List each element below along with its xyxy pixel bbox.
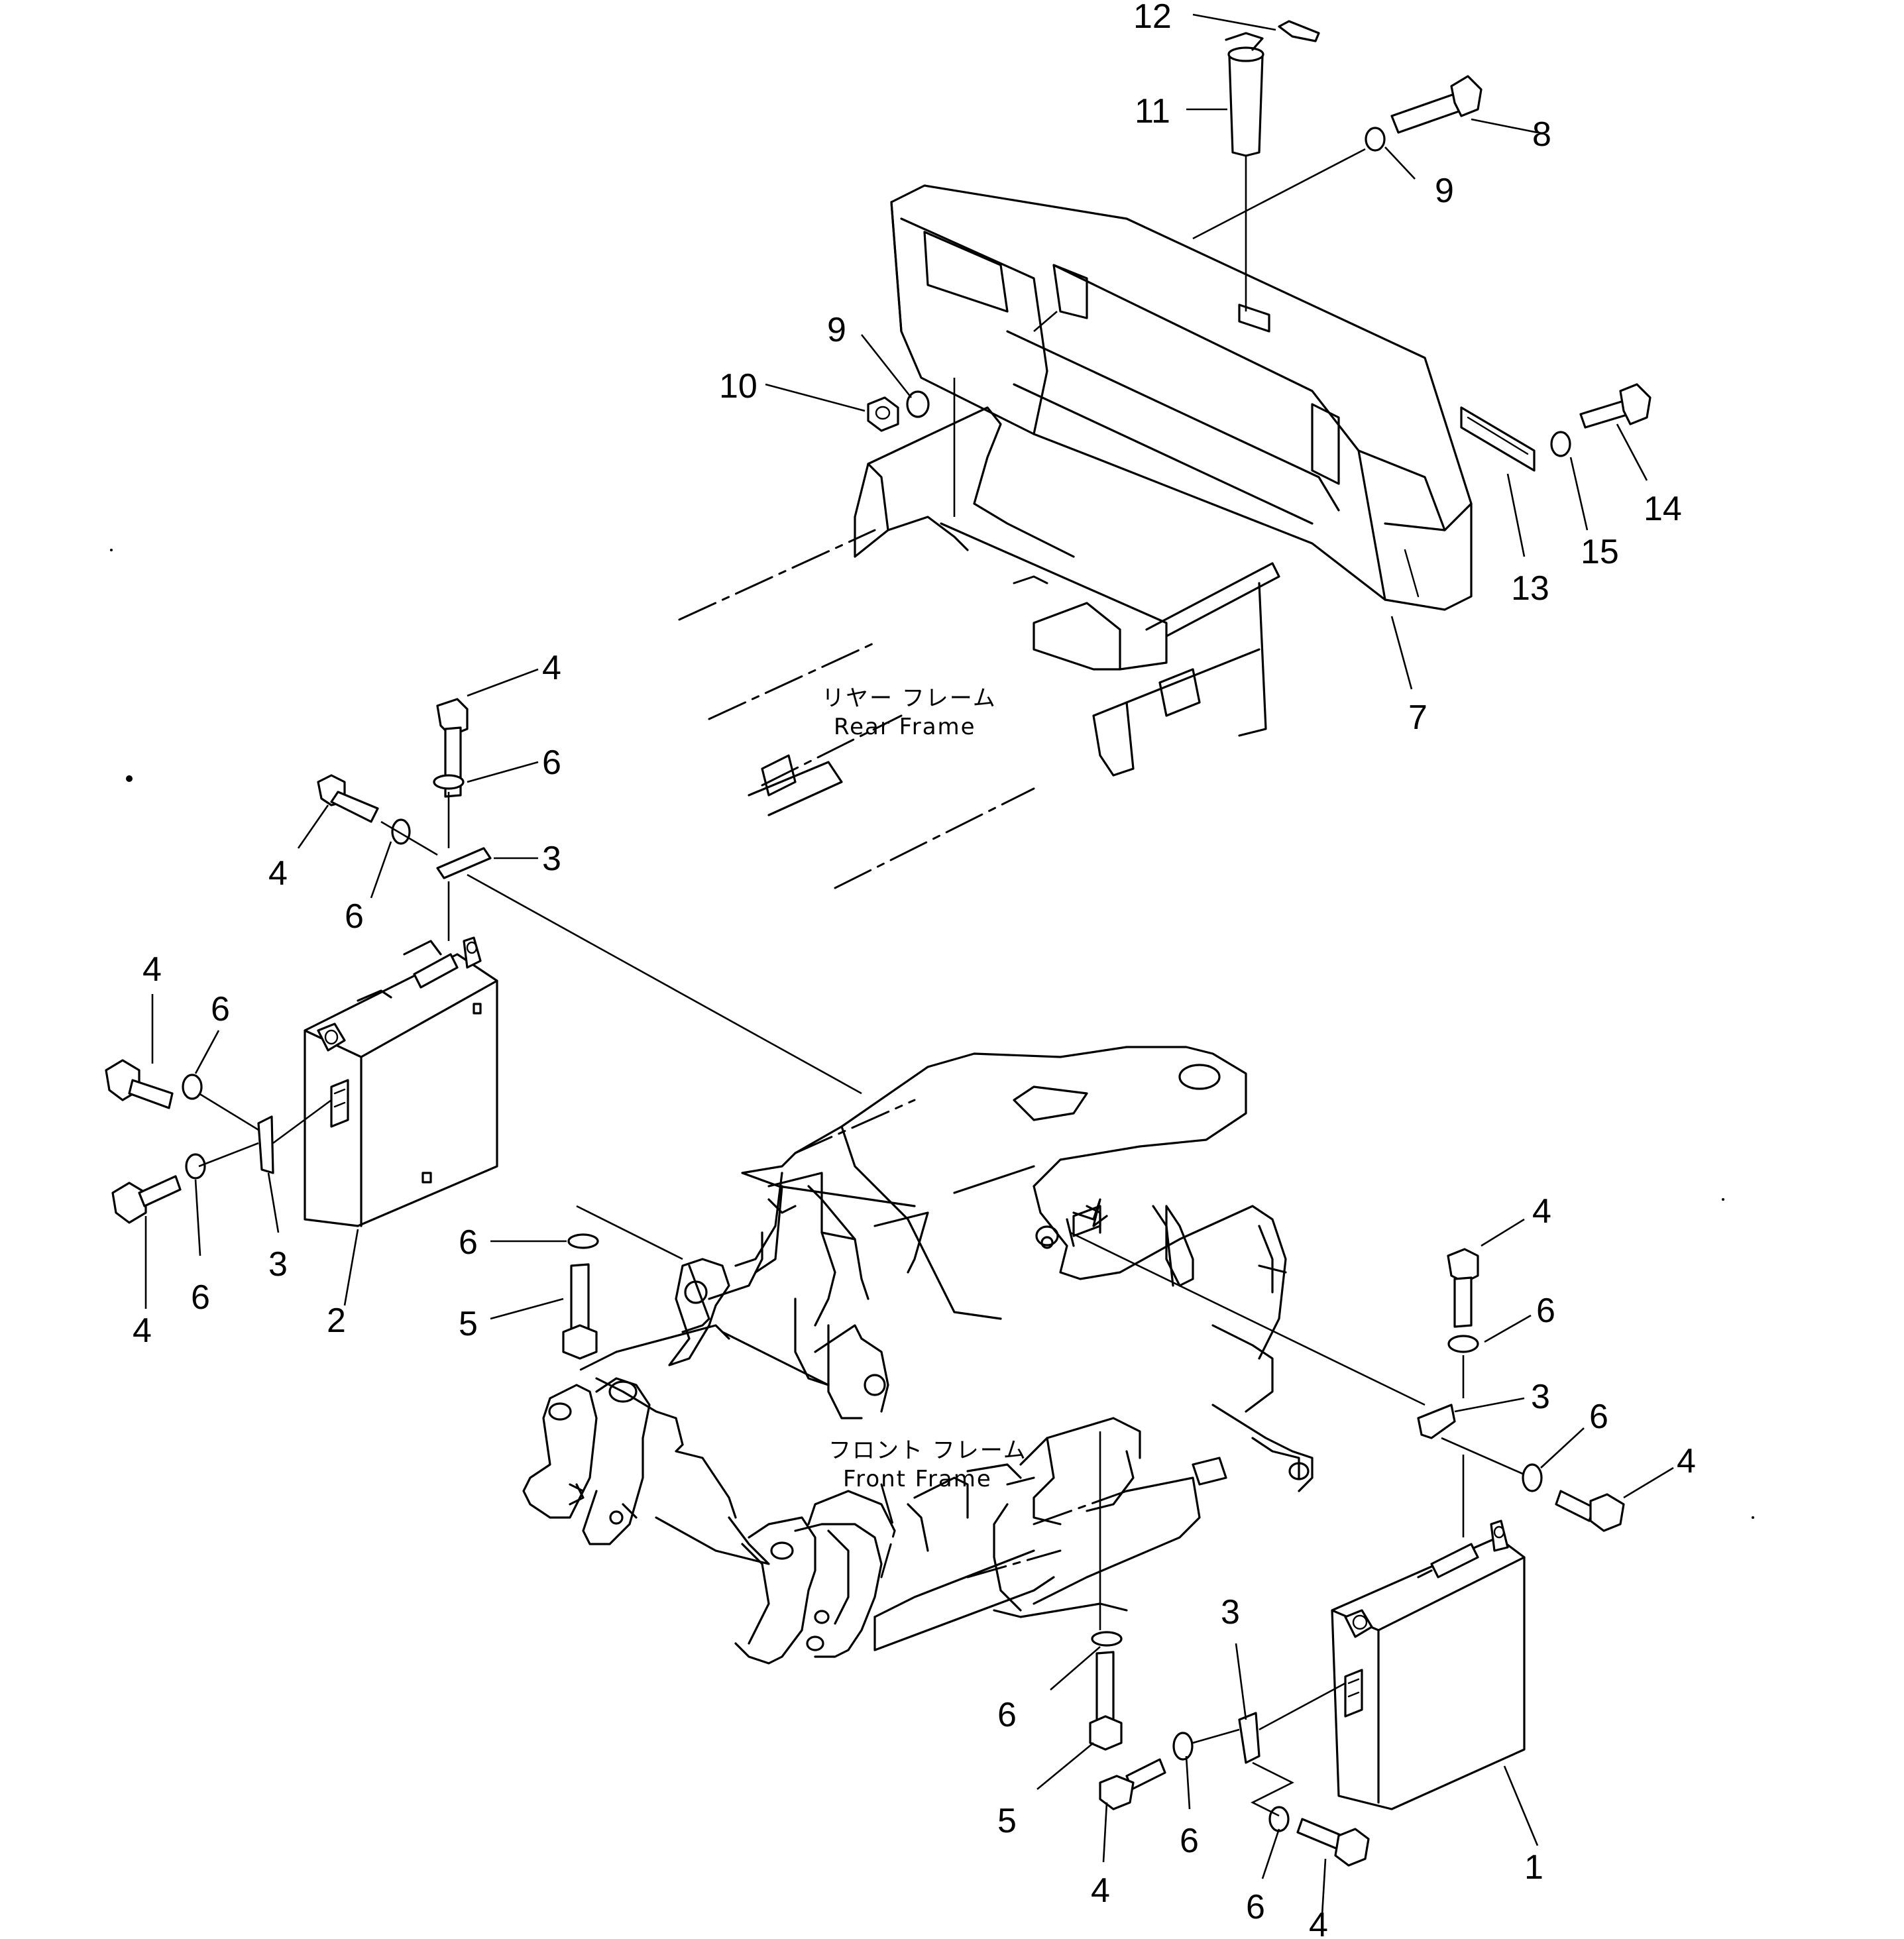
washer-6-mid-left <box>391 818 411 845</box>
callout-13: 13 <box>1511 569 1549 608</box>
bracket-3-top-left <box>436 847 492 879</box>
washer-6-right-lower-b <box>1268 1806 1290 1832</box>
callout-11: 11 <box>1135 92 1170 131</box>
bolt-5-right <box>1089 1651 1123 1751</box>
rear-frame <box>678 406 1280 889</box>
washer-6-left-b <box>185 1153 206 1180</box>
callout-5-right: 5 <box>997 1802 1017 1840</box>
washer-9-left <box>906 390 930 418</box>
tank-2 <box>304 936 498 1227</box>
washer-6-right-mid <box>1522 1463 1543 1492</box>
front-frame-label-en: Front Frame <box>843 1466 992 1492</box>
callout-4-left-a: 4 <box>142 950 162 989</box>
bolt-14 <box>1579 383 1652 429</box>
front-frame-label-jp: フロント フレーム <box>828 1437 1027 1464</box>
rear-frame-label-jp: リヤー フレーム <box>822 685 997 712</box>
washer-6-right-lower-a <box>1172 1732 1194 1761</box>
callout-4-mid: 4 <box>268 854 288 893</box>
leader-lines <box>144 13 1674 1916</box>
callout-6-center-left: 6 <box>459 1223 478 1262</box>
callout-1: 1 <box>1524 1848 1543 1887</box>
callouts: 12 11 8 9 9 10 13 14 15 7 4 6 3 4 6 4 6 … <box>133 0 1696 1939</box>
nut-10 <box>867 396 899 432</box>
tank-1 <box>1331 1520 1526 1810</box>
washer-6-left-a <box>182 1074 203 1100</box>
callout-3-left: 3 <box>268 1245 288 1284</box>
bracket-3-right-bottom <box>1238 1712 1260 1764</box>
callout-9-top: 9 <box>1435 172 1454 210</box>
bolt-4-right-lower-b <box>1296 1818 1370 1867</box>
washer-6-center-right <box>1091 1631 1123 1647</box>
rear-frame-label-en: Rear Frame <box>834 714 976 740</box>
callout-15: 15 <box>1581 533 1619 571</box>
plate-13 <box>1460 406 1536 472</box>
lock-pin-12 <box>1225 20 1320 51</box>
callout-12: 12 <box>1133 0 1172 36</box>
callout-6-right-mid: 6 <box>1589 1398 1608 1436</box>
callout-7: 7 <box>1408 698 1428 737</box>
callout-6-left-b: 6 <box>191 1278 210 1317</box>
bolt-4-right-top <box>1447 1248 1479 1328</box>
callout-4-right-lower-a: 4 <box>1091 1871 1110 1910</box>
counterweight <box>890 184 1473 611</box>
callout-3-right-top: 3 <box>1531 1378 1550 1416</box>
callout-14: 14 <box>1644 490 1682 528</box>
callout-3-top: 3 <box>542 840 561 878</box>
bolt-4-mid-left <box>317 774 379 823</box>
bracket-3-right-top <box>1417 1404 1456 1439</box>
callout-6-right-lower-a: 6 <box>1180 1822 1199 1860</box>
washer-15 <box>1550 431 1571 457</box>
callout-4-right-top: 4 <box>1532 1192 1551 1231</box>
washer-9-top <box>1365 127 1386 152</box>
callout-4-right-mid: 4 <box>1677 1442 1696 1480</box>
callout-2: 2 <box>327 1302 346 1340</box>
callout-6-mid: 6 <box>345 897 364 936</box>
callout-6-center-right: 6 <box>997 1696 1017 1734</box>
callout-6-right-lower-b: 6 <box>1246 1888 1265 1926</box>
callout-4-left-b: 4 <box>133 1311 152 1350</box>
bolt-4-right-lower-a <box>1099 1758 1166 1810</box>
callout-6-left-a: 6 <box>211 990 230 1028</box>
callout-5-left: 5 <box>459 1305 478 1343</box>
pin-11 <box>1227 46 1264 157</box>
washer-6-right-top <box>1447 1335 1479 1353</box>
callout-4-top: 4 <box>542 649 561 687</box>
callout-6-top: 6 <box>542 744 561 782</box>
callout-6-right-top: 6 <box>1536 1292 1555 1330</box>
washer-6-center-left <box>567 1233 599 1249</box>
callout-10: 10 <box>719 367 757 406</box>
bolt-8 <box>1390 75 1483 134</box>
callout-4-right-lower-b: 4 <box>1309 1906 1328 1939</box>
washer-6-top-left <box>433 774 465 790</box>
bolt-4-left-b <box>111 1175 182 1224</box>
bracket-3-left <box>257 1115 274 1174</box>
bolt-5-left <box>562 1263 598 1360</box>
bolt-4-left-a <box>105 1059 174 1109</box>
callout-9-left: 9 <box>827 311 846 349</box>
bolt-4-right-mid <box>1555 1490 1625 1532</box>
front-frame <box>522 1046 1314 1665</box>
callout-3-right-bottom: 3 <box>1221 1593 1240 1632</box>
callout-8: 8 <box>1532 115 1551 154</box>
